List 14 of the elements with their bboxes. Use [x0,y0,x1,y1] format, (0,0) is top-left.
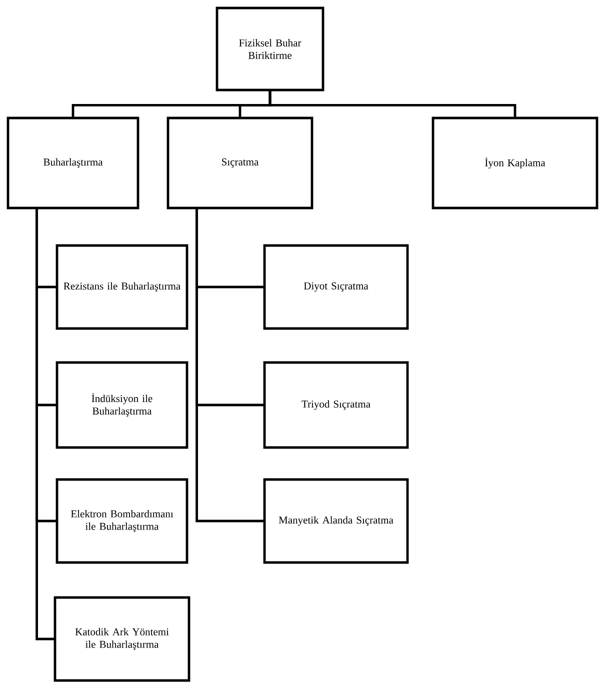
connector-line [268,90,516,118]
process-box: Katodik Ark Yöntemi ile Buharlaştırma [54,596,190,682]
connector-line [36,208,55,640]
process-box: Diyot Sıçratma [263,244,409,330]
process-box: Buharlaştırma [6,116,140,210]
process-box: İyon Kaplama [432,116,598,210]
process-box: Rezistans ile Buharlaştırma [56,244,188,330]
process-box: Manyetik Alanda Sıçratma [263,478,409,564]
process-box: İndüksiyon ile Buharlaştırma [56,361,188,449]
process-box: Sıçratma [166,116,314,210]
process-box: Fiziksel Buhar Biriktirme [216,6,324,92]
process-box: Elektron Bombardımanı ile Buharlaştırma [56,478,188,564]
process-box: Triyod Sıçratma [263,361,409,449]
connector-line [196,208,264,522]
